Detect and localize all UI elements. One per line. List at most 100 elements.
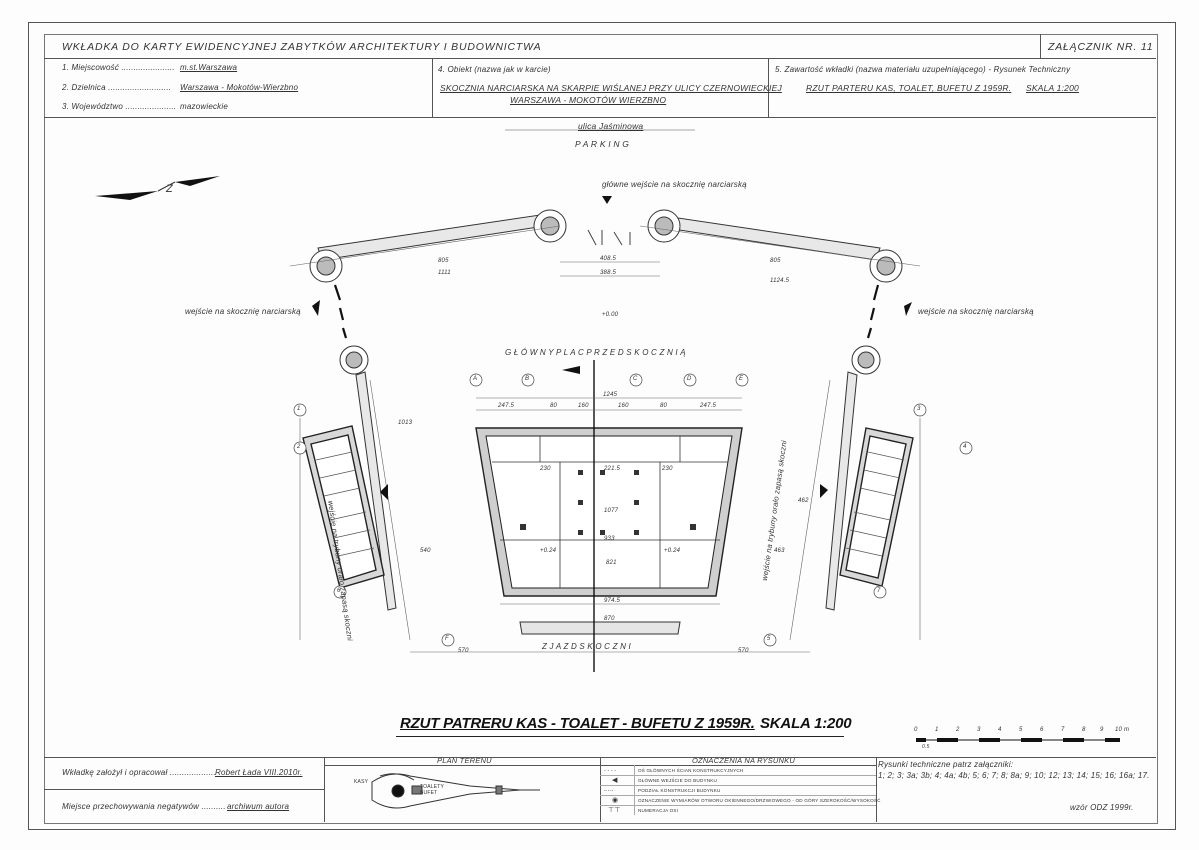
main-entrance-label: główne wejście na skocznię narciarską (602, 180, 747, 189)
grid-label: 2 (297, 444, 301, 450)
grid-label: 5 (767, 636, 771, 642)
main-square-label: G Ł Ó W N Y P L A C P R Z E D S K O C Z … (505, 348, 686, 357)
content-title: RZUT PARTERU KAS, TOALET, BUFETU Z 1959R… (806, 83, 1012, 93)
descent-label: Z J A Z D S K O C Z N I (542, 642, 631, 651)
legend-entrance-icon: ◀ (612, 777, 618, 784)
scale-tick: 8 (1082, 727, 1086, 733)
object-line-1: SKOCZNIA NARCIARSKA NA SKARPIE WIŚLANEJ … (440, 83, 782, 93)
scale-tick: 9 (1100, 727, 1104, 733)
district-value: Warszawa - Mokotów-Wierzbno (180, 83, 299, 92)
drawing-title: RZUT PATRERU KAS - TOALET - BUFETU Z 195… (400, 715, 755, 732)
grid-label: 6 (337, 588, 341, 594)
attachment-number: ZAŁĄCZNIK NR. 11 (1048, 41, 1154, 53)
voivodeship-label: 3. Województwo ..................... (62, 102, 177, 111)
grid-label: 4 (963, 444, 967, 450)
dimension-label: 570 (738, 648, 749, 654)
scale-tick: 0.5 (922, 744, 930, 750)
scale-tick: 6 (1040, 727, 1044, 733)
grid-label: B (525, 376, 530, 382)
dimension-label: 80 (660, 403, 668, 409)
scale-tick: 1 (935, 727, 939, 733)
grid-label: 3 (917, 406, 921, 412)
site-plan-label-kasy: KASY (354, 779, 369, 785)
dimension-label: 570 (458, 648, 469, 654)
dimension-label: 388.5 (600, 270, 617, 276)
scale-tick: 5 (1019, 727, 1023, 733)
dimension-label: 974.5 (604, 598, 621, 604)
legend-item: OŚ GŁÓWNYCH ŚCIAN KONSTRUKCYJNYCH (638, 768, 744, 773)
dimension-label: 1124.5 (770, 278, 790, 284)
scale-tick: 10 m (1115, 727, 1130, 733)
north-arrow-icon: Z (95, 176, 220, 200)
grid-label: 1 (297, 406, 301, 412)
level-mark: +0.00 (602, 312, 619, 318)
dimension-label: 821 (606, 560, 617, 566)
negatives-value: archiwum autora (227, 802, 290, 811)
scale-bar (916, 738, 1120, 742)
dimension-label: 247.5 (498, 403, 515, 409)
prepared-by-label: Wkładkę założył i opracował ............… (62, 768, 216, 777)
dimension-label: 160 (618, 403, 629, 409)
locality-label: 1. Miejscowość ...................... (62, 63, 175, 72)
street-label: ulica Jaśminowa (578, 121, 644, 131)
legend-item: GŁÓWNE WEJŚCIE DO BUDYNKU (638, 778, 718, 783)
drawings-label: Rysunki techniczne patrz załączniki: (878, 760, 1014, 769)
dimension-label: 408.5 (600, 256, 617, 262)
dimension-label: 230 (662, 466, 673, 472)
sheet-title: WKŁADKA DO KARTY EWIDENCYJNEJ ZABYTKÓW A… (62, 41, 542, 53)
grid-label: C (633, 376, 638, 382)
scale-tick: 7 (1061, 727, 1065, 733)
dimension-label: 463 (774, 548, 785, 554)
grid-label: E (739, 376, 744, 382)
dimension-label: 1245 (603, 392, 618, 398)
legend-division-symbol: -·-·- (604, 788, 614, 794)
dimension-label: 1111 (438, 270, 451, 276)
dimension-label: 870 (604, 616, 615, 622)
legend-axis-symbol: - - - - (604, 768, 617, 774)
dimension-label: 230 (540, 466, 551, 472)
site-plan-title: PLAN TERENU (437, 756, 492, 765)
dimension-label: 221.5 (604, 466, 621, 472)
district-label: 2. Dzielnica .......................... (62, 83, 172, 92)
legend-axis-number-icon: ⊤⊤ (608, 807, 621, 814)
grid-label: A (473, 376, 478, 382)
dimension-label: 247.5 (700, 403, 717, 409)
dimension-label: 1077 (604, 508, 619, 514)
scale-tick: 3 (977, 727, 981, 733)
dimension-label: 1013 (398, 420, 413, 426)
dimension-label: 805 (438, 258, 449, 264)
parking-label: P A R K I N G (575, 139, 630, 149)
template-label: wzór ODZ 1999r. (1070, 803, 1134, 812)
right-entrance-label: wejście na skocznię narciarską (918, 307, 1034, 316)
legend-item: OZNACZENIE WYMIARÓW OTWORU OKIENNEGO/DRZ… (638, 798, 881, 803)
site-plan-label-toilets: TOALETY BUFET (420, 784, 445, 796)
content-scale: SKALA 1:200 (1026, 83, 1079, 93)
dimension-label: 933 (604, 536, 615, 542)
level-mark: +0.24 (664, 548, 681, 554)
scale-tick: 0 (914, 727, 918, 733)
site-plan-sketch (371, 773, 540, 809)
scale-tick: 4 (998, 727, 1002, 733)
drawing-scale: SKALA 1:200 (760, 715, 852, 732)
locality-value: m.st.Warszawa (180, 63, 238, 72)
inner-border (44, 34, 1158, 824)
drawings-list: 1; 2; 3; 3a; 3b; 4; 4a; 4b; 5; 6; 7; 8; … (878, 771, 1150, 780)
grid-label: F (445, 636, 449, 642)
dimension-label: 540 (420, 548, 431, 554)
legend-item: NUMERACJA OSI (638, 808, 679, 813)
content-label: 5. Zawartość wkładki (nazwa materiału uz… (775, 65, 1071, 74)
object-label: 4. Obiekt (nazwa jak w karcie) (438, 65, 551, 74)
svg-text:Z: Z (165, 183, 174, 195)
legend-item: PODZIAŁ KONSTRUKCJI BUDYNKU (638, 788, 721, 793)
left-entrance-label: wejście na skocznię narciarską (185, 307, 301, 316)
level-mark: +0.24 (540, 548, 557, 554)
dimension-label: 805 (770, 258, 781, 264)
dimension-label: 462 (798, 498, 809, 504)
dimension-label: 160 (578, 403, 589, 409)
negatives-label: Miejsce przechowywania negatywów .......… (62, 802, 226, 811)
prepared-by-value: Robert Łada VIII.2010r. (215, 768, 303, 777)
sheet-border (28, 22, 1176, 830)
grid-label: D (687, 376, 692, 382)
